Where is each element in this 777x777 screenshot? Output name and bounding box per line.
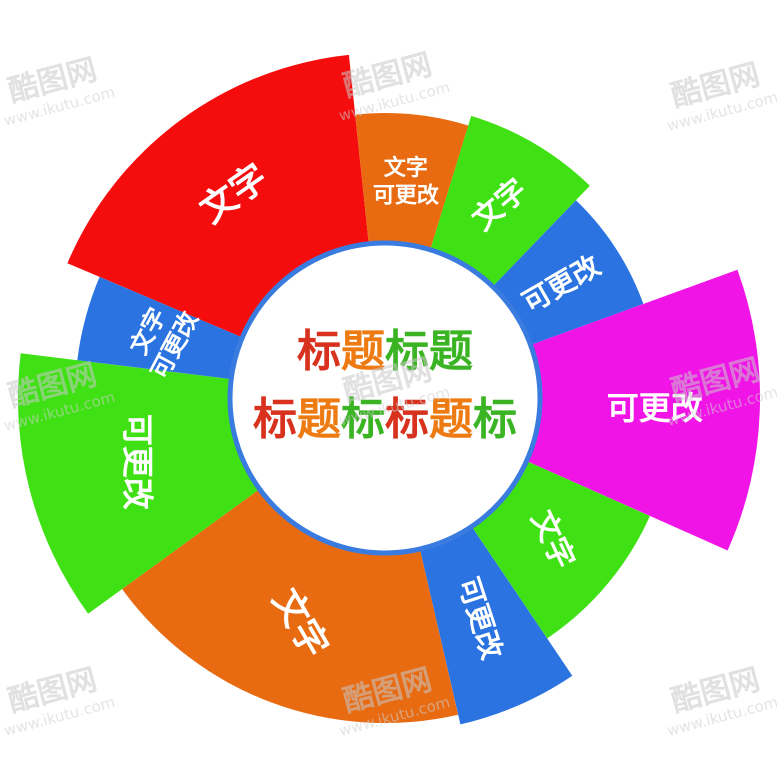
segment-label-green-left: 可更改 bbox=[119, 414, 157, 510]
segment-label-orange-small: 文字可更改 bbox=[373, 155, 440, 209]
title-line-1: 标题标题 bbox=[297, 326, 473, 377]
title-char: 标 bbox=[341, 394, 385, 445]
title-char: 标 bbox=[473, 394, 517, 445]
title-char: 标 bbox=[385, 394, 429, 445]
title-char: 标 bbox=[297, 326, 341, 377]
title-char: 题 bbox=[297, 394, 341, 445]
title-char: 标 bbox=[253, 394, 297, 445]
segment-label-magenta: 可更改 bbox=[607, 389, 703, 427]
center-circle bbox=[227, 240, 543, 556]
title-char: 题 bbox=[429, 394, 473, 445]
title-line-2: 标题标标题标 bbox=[253, 394, 517, 445]
center-layer: 标题标题 标题标标题标 bbox=[227, 240, 543, 556]
title-char: 标 bbox=[385, 326, 429, 377]
segment-magenta bbox=[385, 269, 761, 551]
title-char: 题 bbox=[341, 326, 385, 377]
title-char: 题 bbox=[429, 326, 473, 377]
